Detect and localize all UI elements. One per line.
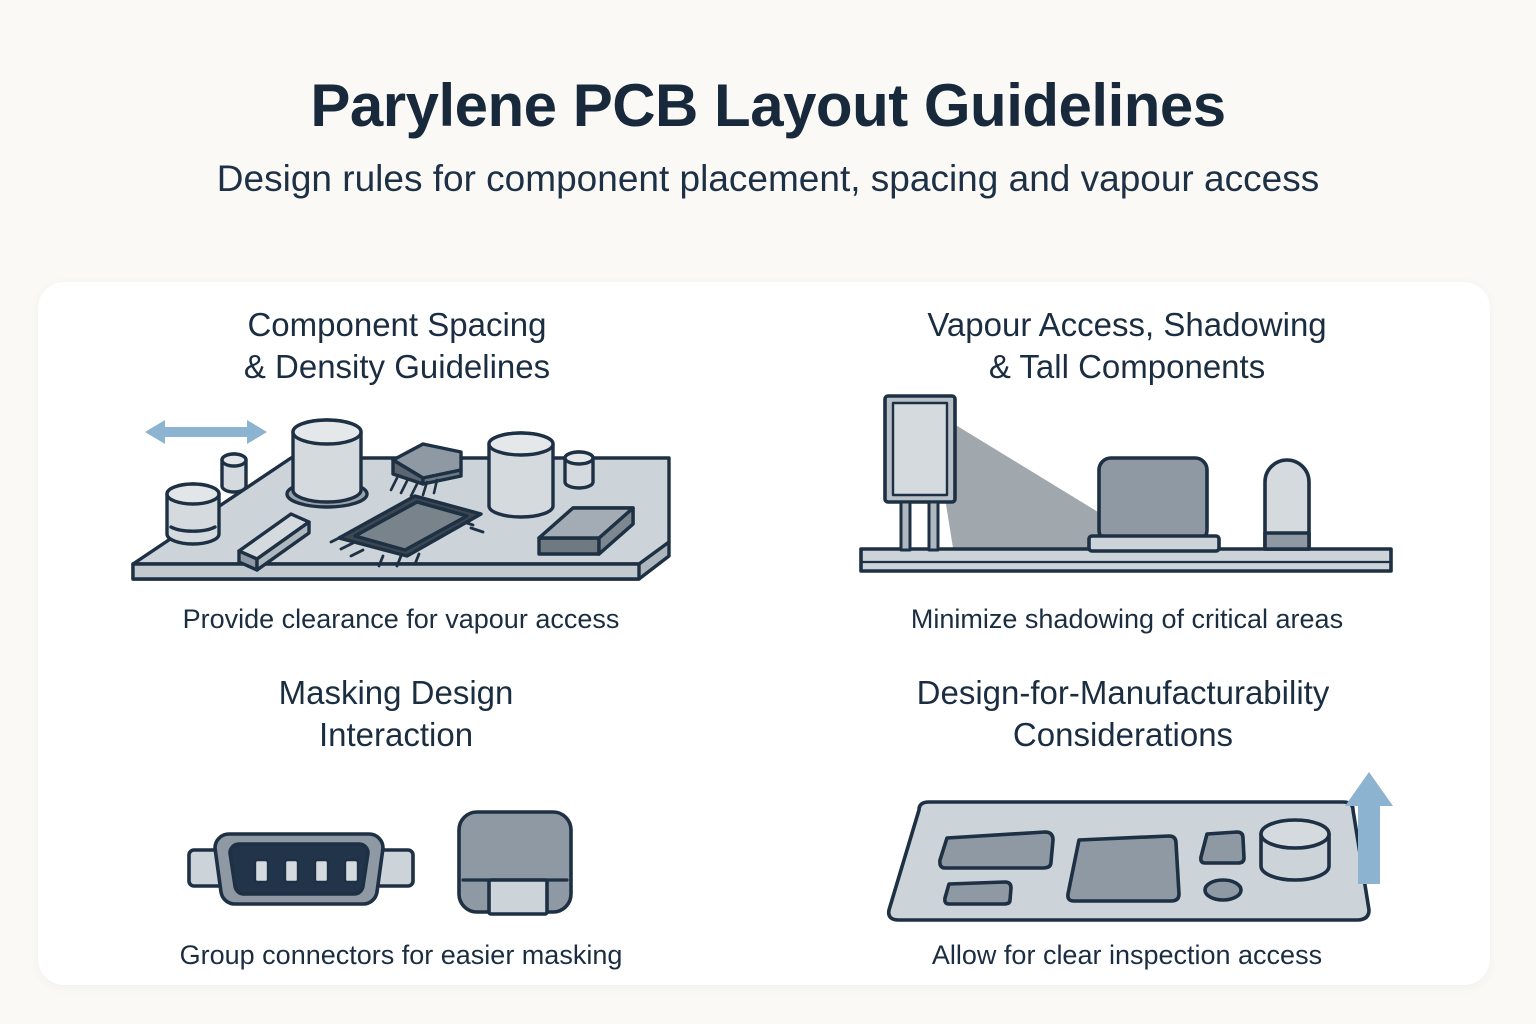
up-arrow-icon (1345, 772, 1393, 885)
content-card: Component Spacing & Density Guidelines (38, 282, 1490, 985)
small-capacitor-icon (220, 452, 248, 494)
panel-vapour-access: Vapour Access, Shadowing & Tall Componen… (764, 282, 1490, 650)
panel-caption: Minimize shadowing of critical areas (910, 604, 1344, 635)
port-connector-icon (457, 810, 573, 917)
pad-group-icon (938, 830, 1246, 907)
connectors-icon (187, 810, 573, 917)
rounded-component-icon (1087, 456, 1221, 554)
panel-title: Component Spacing & Density Guidelines (243, 306, 551, 386)
header: Parylene PCB Layout Guidelines Design ru… (0, 0, 1536, 200)
tall-component-icon (883, 394, 957, 552)
small-cylinder-right-icon (563, 450, 595, 490)
spacing-arrow-icon (145, 419, 267, 444)
page-title: Parylene PCB Layout Guidelines (310, 72, 1226, 139)
page-subtitle: Design rules for component placement, sp… (216, 158, 1320, 199)
block-component-icon (537, 506, 635, 556)
soic-chip-icon (389, 442, 463, 498)
panel-caption: Provide clearance for vapour access (182, 604, 620, 635)
panel-title: Vapour Access, Shadowing & Tall Componen… (927, 306, 1327, 386)
panel-illustration-connectors (68, 756, 734, 938)
cylinder-component-icon (1259, 818, 1331, 883)
panel-grid: Component Spacing & Density Guidelines (38, 282, 1490, 985)
panel-dfm: Design-for-Manufacturability Considerati… (764, 650, 1490, 985)
capacitor-right-icon (487, 431, 555, 519)
tall-capacitor-icon (285, 418, 369, 509)
shadowing-side-view-icon (859, 394, 1393, 574)
panel-title: Masking Design Interaction (278, 673, 514, 754)
isometric-pcb-icon (131, 418, 671, 581)
panel-caption: Allow for clear inspection access (931, 939, 1323, 970)
panel-illustration-flat-board (794, 756, 1460, 938)
capacitor-icon (165, 482, 221, 546)
flat-board-icon (886, 772, 1393, 923)
panel-component-spacing: Component Spacing & Density Guidelines (38, 282, 764, 650)
smd-resistor-icon (237, 512, 311, 572)
panel-masking-design: Masking Design Interaction (38, 650, 764, 985)
panel-caption: Group connectors for easier masking (179, 939, 623, 970)
qfp-chip-icon (329, 494, 485, 568)
dsub-connector-icon (187, 832, 415, 907)
capsule-component-icon (1263, 458, 1311, 552)
panel-title: Design-for-Manufacturability Considerati… (916, 673, 1330, 754)
panel-illustration-shadowing (794, 388, 1460, 603)
panel-illustration-isometric-pcb (68, 388, 734, 603)
